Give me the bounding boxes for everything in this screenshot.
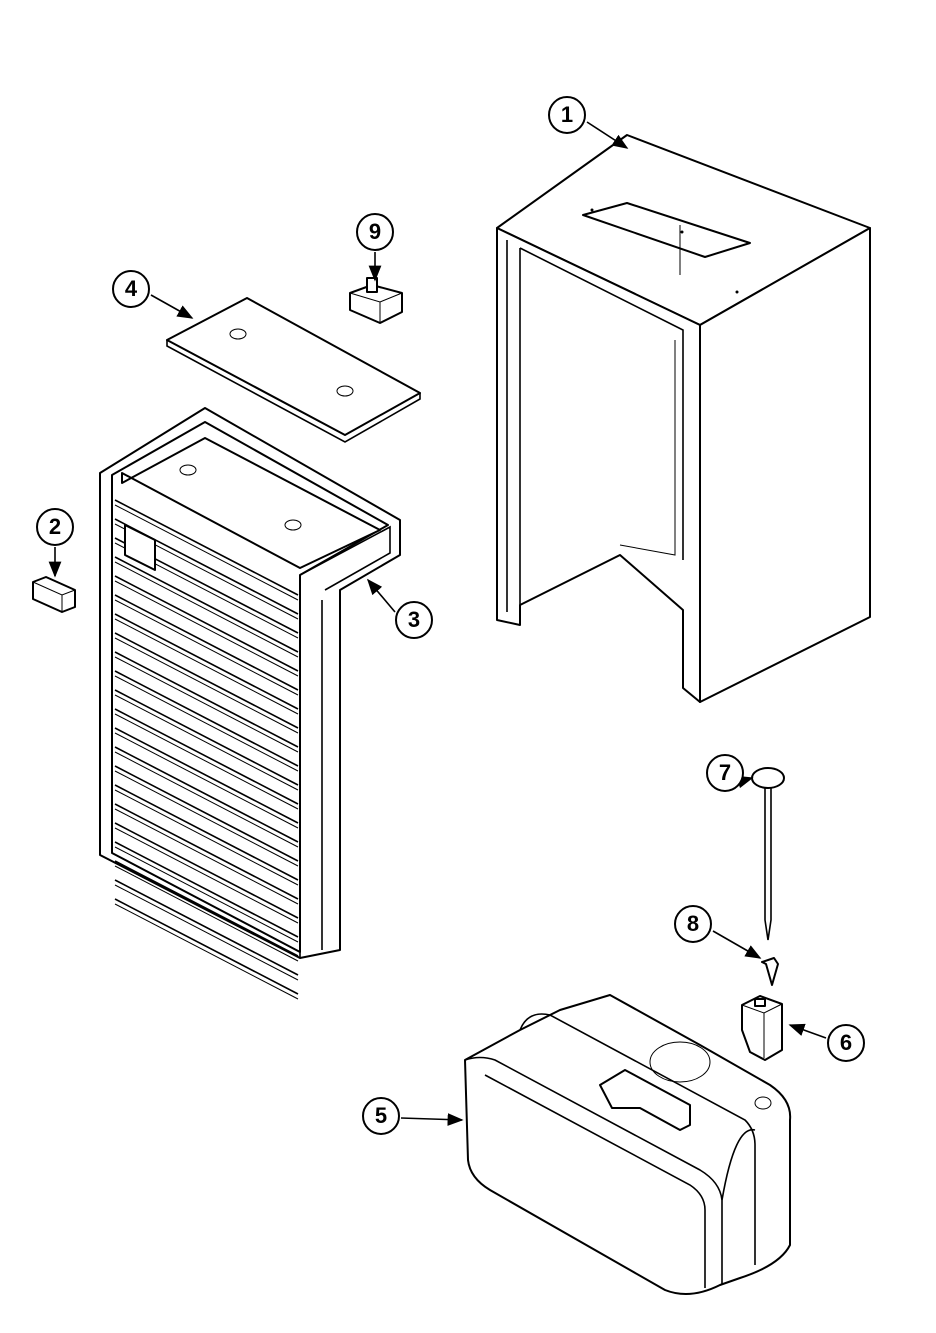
float-part [741, 995, 783, 1061]
float-rod-part [751, 767, 785, 941]
louver-line [114, 732, 299, 829]
louver-line [114, 637, 299, 734]
front-panel-part [99, 407, 401, 1000]
louver-line [114, 784, 299, 881]
louver-line [114, 846, 299, 943]
louver-line [114, 898, 299, 995]
callout-5: 5 [362, 1097, 400, 1135]
louver-line [114, 499, 299, 596]
callout-7: 7 [706, 754, 744, 792]
louver-line [114, 708, 299, 805]
louver-line [114, 613, 299, 710]
louver-line [114, 765, 299, 862]
callout-4: 4 [112, 270, 150, 308]
louver-line [114, 632, 299, 729]
louver-line [114, 713, 299, 810]
louver-line [114, 751, 299, 848]
louver-line [114, 694, 299, 791]
louver-line [114, 865, 299, 962]
louvers [114, 499, 299, 1000]
cover-plate-part [166, 297, 421, 443]
louver-line [114, 808, 299, 905]
louver-line [114, 556, 299, 653]
callout-3: 3 [395, 601, 433, 639]
callout-2: 2 [36, 508, 74, 546]
louver-line [114, 827, 299, 924]
louver-line [114, 561, 299, 658]
callout-9: 9 [356, 213, 394, 251]
louver-line [114, 504, 299, 601]
louver-line [114, 789, 299, 886]
callout-8: 8 [674, 905, 712, 943]
louver-line [114, 822, 299, 919]
louver-line [114, 727, 299, 824]
louver-line [114, 656, 299, 753]
label-part [32, 576, 76, 613]
louver-line [114, 803, 299, 900]
louver-line [114, 599, 299, 696]
louver-line [114, 841, 299, 938]
louver-line [114, 884, 299, 981]
louver-line [114, 651, 299, 748]
leader-arrows [48, 121, 827, 1126]
water-tank-part [464, 994, 792, 1295]
louver-line [114, 670, 299, 767]
clip-part [761, 957, 779, 986]
louver-line [114, 594, 299, 691]
louver-line [114, 746, 299, 843]
louver-line [114, 879, 299, 976]
switch-part [349, 277, 403, 324]
callout-6: 6 [827, 1024, 865, 1062]
louver-line [114, 618, 299, 715]
louver-line [114, 903, 299, 1000]
louver-line [114, 689, 299, 786]
cabinet-part [496, 134, 871, 703]
louver-line [114, 860, 299, 957]
louver-line [114, 675, 299, 772]
louver-line [114, 580, 299, 677]
louver-line [114, 575, 299, 672]
louver-line [114, 770, 299, 867]
callout-1: 1 [548, 96, 586, 134]
